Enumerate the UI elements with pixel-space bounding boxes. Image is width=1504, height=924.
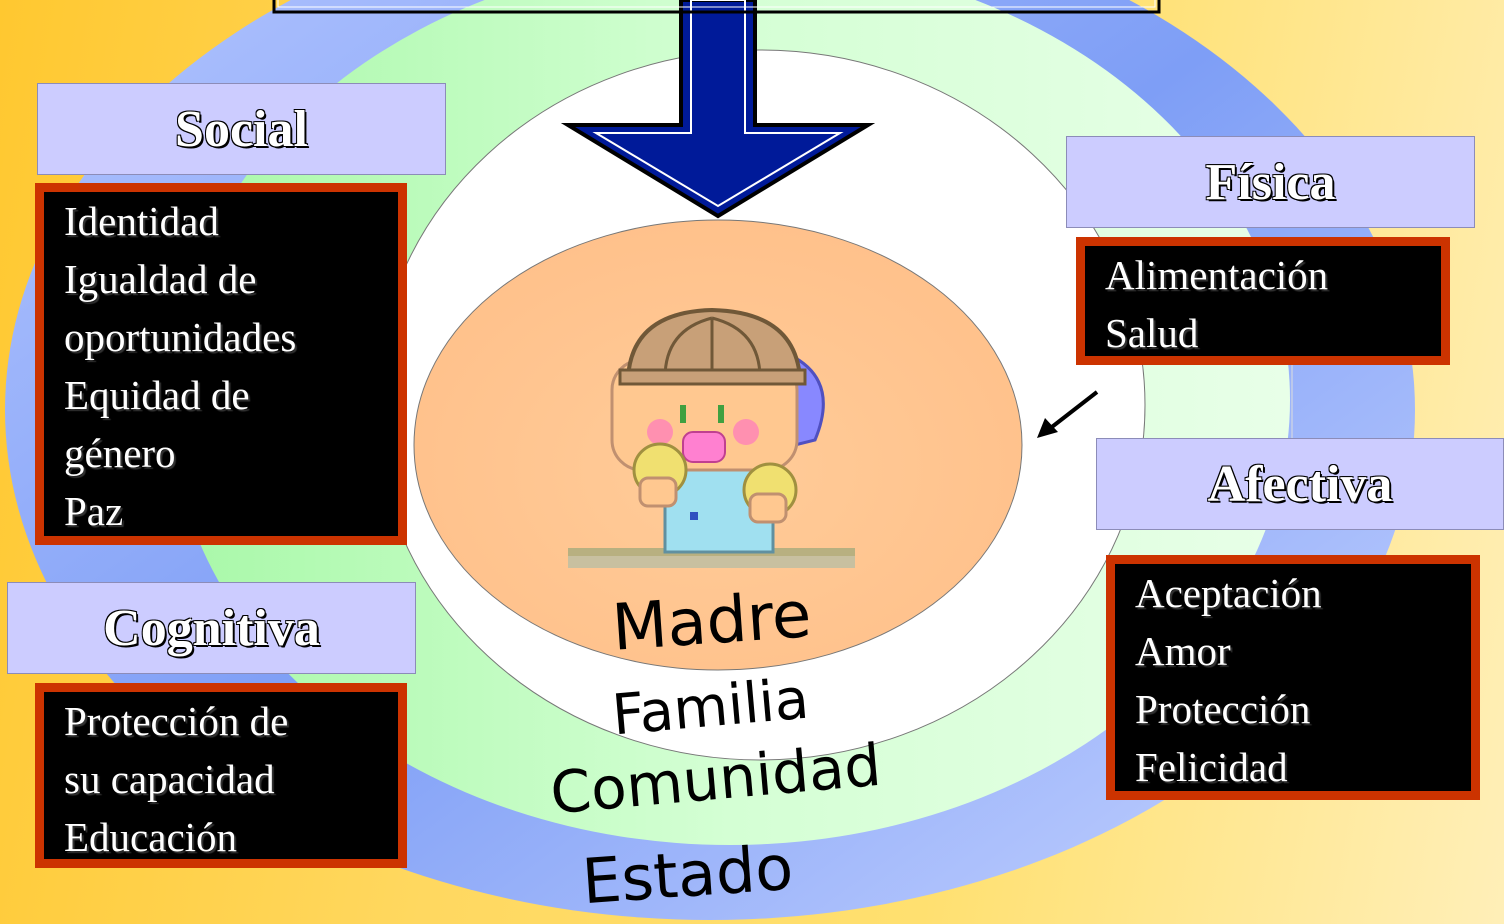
ring-label-estado: Estado (579, 830, 796, 919)
social-items-box: Identidad Igualdad de oportunidades Equi… (35, 183, 407, 545)
list-item: Aceptación (1135, 570, 1322, 616)
cognitiva-label: Cognitiva (7, 582, 416, 674)
list-item: su capacidad (64, 756, 275, 802)
baby-icon (568, 307, 855, 568)
list-item: género (64, 430, 176, 476)
small-arrow-icon (1037, 390, 1099, 438)
list-item: Equidad de (64, 372, 250, 418)
list-item: Protección (1135, 686, 1311, 732)
list-item: Salud (1105, 310, 1199, 356)
ring-label-madre: Madre (609, 578, 814, 666)
social-label: Social (37, 83, 446, 175)
cognitiva-items-box: Protección de su capacidad Educación (35, 683, 407, 868)
fisica-items-box: Alimentación Salud (1076, 237, 1450, 365)
list-item: Amor (1135, 628, 1231, 674)
afectiva-items-box: Aceptación Amor Protección Felicidad (1106, 555, 1480, 800)
list-item: Protección de (64, 698, 289, 744)
list-item: oportunidades (64, 314, 297, 360)
list-item: Igualdad de (64, 256, 257, 302)
list-item: Identidad (64, 198, 219, 244)
down-arrow-icon (560, 0, 876, 219)
list-item: Educación (64, 814, 238, 860)
list-item: Paz (64, 488, 124, 534)
list-item: Alimentación (1105, 252, 1329, 298)
fisica-label: Física (1066, 136, 1475, 228)
afectiva-label: Afectiva (1096, 438, 1504, 530)
list-item: Felicidad (1135, 744, 1288, 790)
